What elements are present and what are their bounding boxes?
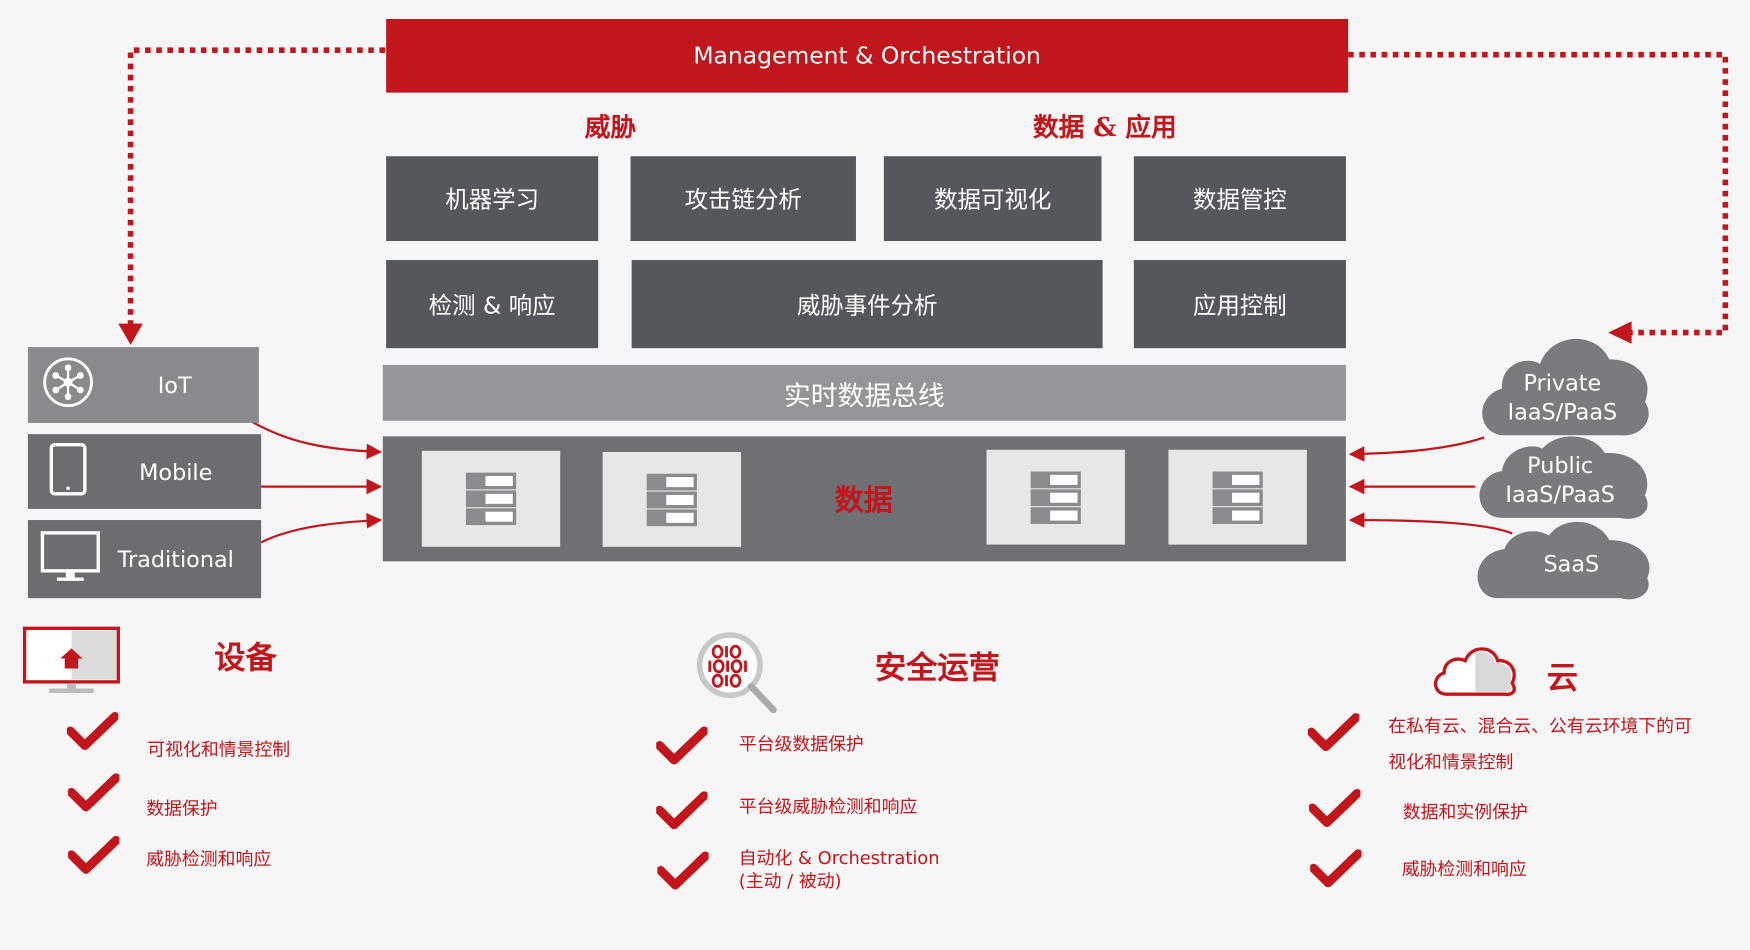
module-machine-learning: 机器学习 (386, 156, 599, 242)
server-stack-icon (1212, 470, 1263, 524)
section-title-threat: 威胁 (584, 112, 637, 143)
feature-item: 数据保护 (146, 797, 218, 820)
cloud-private-line1: Private (1523, 369, 1602, 397)
realtime-data-bus: 实时数据总线 (382, 364, 1346, 421)
device-label: IoT (157, 371, 192, 399)
management-orchestration-band: Management & Orchestration (386, 18, 1349, 93)
dotted-loop-left (127, 47, 386, 326)
section-title-data-app: 数据 & 应用 (1032, 112, 1177, 143)
module-label: 攻击链分析 (684, 186, 802, 214)
column-title-devices: 设备 (214, 639, 277, 677)
module-threat-event-analysis: 威胁事件分析 (631, 260, 1103, 349)
feature-item: 数据和实例保护 (1402, 801, 1528, 823)
data-store-1 (421, 450, 561, 547)
cloud-shapes (1477, 338, 1650, 600)
tablet-icon (48, 441, 88, 502)
cloud-private-line2: IaaS/PaaS (1507, 398, 1618, 426)
cloud-saas-label: SaaS (1543, 550, 1600, 577)
cloud-public-line1: Public (1527, 451, 1594, 479)
module-data-visualization: 数据可视化 (883, 156, 1102, 242)
checkmark-icon (1307, 713, 1360, 752)
checkmark-icon (68, 773, 120, 812)
module-label: 应用控制 (1193, 291, 1287, 319)
module-kill-chain-analysis: 攻击链分析 (630, 156, 856, 242)
module-label: 检测 & 响应 (428, 291, 556, 319)
data-store-3 (986, 449, 1125, 545)
module-label: 数据可视化 (934, 186, 1052, 214)
feature-item-line1: 自动化 & Orchestration (738, 847, 940, 869)
dotted-arrow-right-head (1608, 321, 1632, 344)
checkmark-icon (657, 851, 709, 890)
device-label: Mobile (139, 458, 213, 485)
arrow-traditional (260, 512, 383, 544)
cloud-public-line2: IaaS/PaaS (1505, 480, 1615, 508)
module-application-control: 应用控制 (1133, 260, 1346, 349)
cloud-private-shape (1482, 338, 1649, 436)
device-mobile: Mobile (27, 434, 262, 509)
module-label: 机器学习 (445, 186, 540, 214)
column-title-secops: 安全运营 (874, 649, 1000, 687)
feature-item: 威胁检测和响应 (146, 848, 272, 870)
server-stack-icon (465, 472, 517, 526)
data-store-2 (602, 451, 742, 547)
device-label: Traditional (117, 545, 234, 573)
server-stack-icon (646, 473, 697, 526)
feature-item: 平台级数据保护 (738, 733, 864, 755)
data-layer-label: 数据 (834, 484, 893, 518)
data-store-4 (1168, 449, 1307, 545)
cloud-icon (1433, 647, 1516, 697)
column-title-cloud: 云 (1546, 659, 1579, 697)
feature-item-line2: (主动 / 被动) (738, 870, 842, 892)
module-label: 威胁事件分析 (796, 291, 938, 319)
cloud-public-label: Public IaaS/PaaS (1488, 451, 1633, 509)
home-monitor-icon (22, 626, 120, 694)
feature-item-automation: 自动化 & Orchestration (主动 / 被动) (739, 846, 940, 893)
monitor-icon (39, 530, 101, 589)
arrow-private (1348, 436, 1485, 462)
cloud-saas-shape (1477, 521, 1650, 600)
feature-item-line2: 视化和情景控制 (1388, 751, 1514, 773)
checkmark-icon (656, 726, 708, 765)
checkmark-icon (68, 835, 120, 874)
feature-item: 平台级威胁检测和响应 (738, 795, 918, 817)
feature-item-multi-cloud: 在私有云、混合云、公有云环境下的可 视化和情景控制 (1388, 709, 1692, 780)
arrow-iot (251, 420, 383, 460)
checkmark-icon (1309, 789, 1361, 827)
device-iot: IoT (27, 347, 259, 423)
arrow-saas (1348, 512, 1513, 535)
dotted-arrow-left-head (118, 323, 143, 345)
feature-item: 威胁检测和响应 (1401, 858, 1527, 880)
network-hub-icon (41, 355, 95, 414)
checkmark-icon (656, 791, 708, 830)
module-detection-response: 检测 & 响应 (386, 260, 599, 349)
bus-label: 实时数据总线 (783, 379, 945, 412)
module-data-governance: 数据管控 (1133, 156, 1346, 242)
feature-item-line1: 在私有云、混合云、公有云环境下的可 (1388, 715, 1692, 737)
device-traditional: Traditional (27, 520, 262, 599)
feature-item: 可视化和情景控制 (147, 738, 291, 760)
checkmark-icon (66, 712, 119, 750)
dotted-loop-right (1348, 51, 1729, 336)
management-orchestration-title: Management & Orchestration (693, 42, 1041, 70)
checkmark-icon (1310, 849, 1362, 888)
cloud-public-shape (1479, 436, 1648, 519)
server-stack-icon (1030, 470, 1081, 524)
module-label: 数据管控 (1193, 186, 1287, 214)
cloud-private-label: Private IaaS/PaaS (1490, 368, 1635, 426)
binary-magnifier-icon (696, 632, 777, 714)
